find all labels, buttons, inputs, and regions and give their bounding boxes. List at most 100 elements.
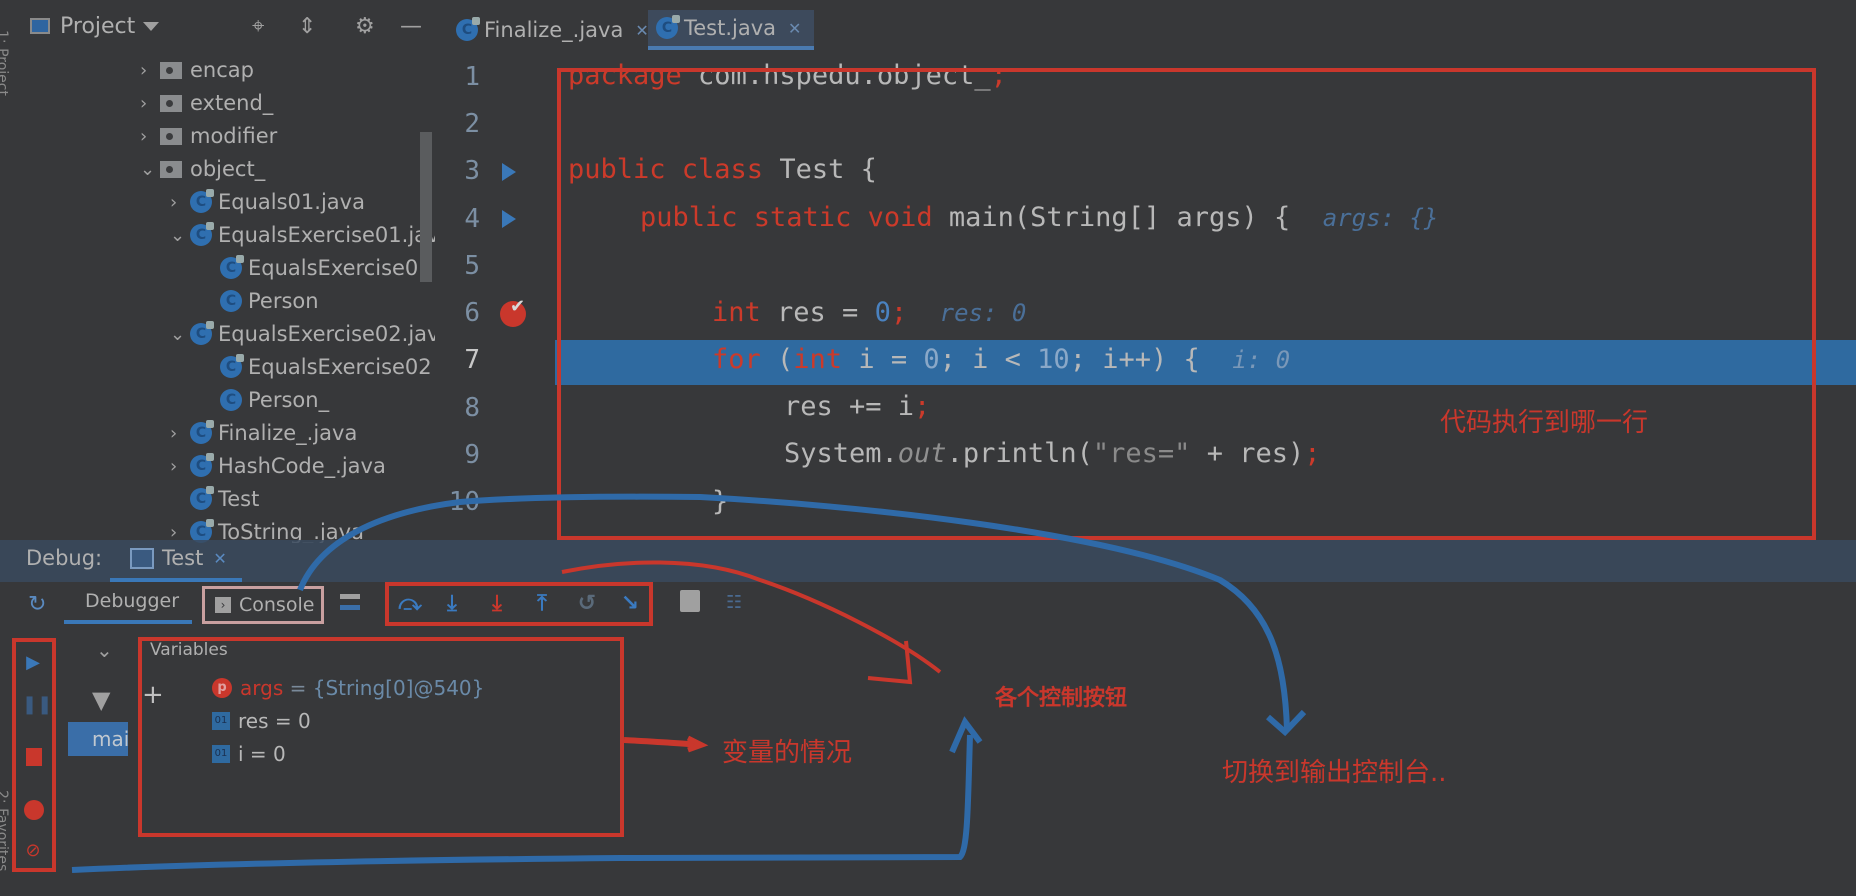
code-line-4[interactable]: public static void main(String[] args) {… xyxy=(640,202,1438,233)
tree-item[interactable]: ›modifier xyxy=(140,121,277,151)
tree-item-label: HashCode_.java xyxy=(218,454,386,478)
code-line-3[interactable]: public class Test { xyxy=(568,154,877,185)
rerun-icon[interactable]: ↻ xyxy=(28,592,47,617)
chevron-down-icon[interactable]: ⌄ xyxy=(170,224,186,246)
pause-icon[interactable]: ❚❚ xyxy=(22,694,53,715)
tab-label: Finalize_.java xyxy=(484,18,624,42)
arrow-variables xyxy=(623,737,701,748)
code-line-1[interactable]: package com.hspedu.object_; xyxy=(568,60,1007,91)
chevron-down-icon[interactable]: ⌄ xyxy=(96,638,113,662)
annotation-controls: 各个控制按钮 xyxy=(995,686,1128,711)
minimize-icon[interactable]: — xyxy=(400,14,422,39)
tree-item[interactable]: ⌄ object_ xyxy=(140,154,265,184)
run-to-cursor-icon[interactable]: ↘ xyxy=(620,591,640,616)
collapse-all-icon[interactable]: ⇕ xyxy=(298,14,317,39)
tab-finalize-java[interactable]: C Finalize_.java ✕ xyxy=(448,10,657,50)
tree-item-label: object_ xyxy=(190,157,266,181)
variable-row[interactable]: p args = {String[0]@540} xyxy=(212,676,484,700)
step-over-icon[interactable]: ⤼ xyxy=(398,591,422,616)
run-class-icon[interactable] xyxy=(502,163,516,181)
code-text: ( xyxy=(760,344,794,375)
close-icon[interactable]: ✕ xyxy=(788,18,802,38)
favorites-side-tab[interactable]: 2: Favorites xyxy=(0,790,10,872)
layout-icon[interactable] xyxy=(340,594,360,610)
debug-session-tab[interactable]: Test ✕ xyxy=(130,546,227,570)
tab-console[interactable]: › Console xyxy=(202,586,324,624)
chevron-down-icon[interactable]: ⌄ xyxy=(170,323,186,345)
add-watch-icon[interactable]: + xyxy=(142,680,164,710)
debugger-tab-indicator xyxy=(64,620,192,624)
locate-icon[interactable]: ⌖ xyxy=(252,14,265,39)
chevron-down-icon[interactable] xyxy=(143,22,159,31)
chevron-right-icon[interactable]: › xyxy=(170,455,178,477)
code-line-8[interactable]: res += i; xyxy=(784,391,930,422)
line-number[interactable]: 1 xyxy=(464,62,480,92)
tree-scrollbar[interactable] xyxy=(420,132,432,282)
variable-value: 0 xyxy=(298,709,311,733)
code-line-7[interactable]: for (int i = 0; i < 10; i++) { i: 0 xyxy=(712,344,1290,375)
trace-stream-icon[interactable]: ☷ xyxy=(726,592,743,613)
step-out-icon[interactable]: ⤒ xyxy=(537,591,547,616)
line-number[interactable]: 4 xyxy=(464,204,480,234)
mute-breakpoints-icon[interactable]: ⊘ xyxy=(25,840,41,861)
tab-debugger[interactable]: Debugger xyxy=(85,590,180,612)
line-number[interactable]: 3 xyxy=(464,156,480,186)
project-side-tab[interactable]: 1: Project xyxy=(0,30,10,96)
package-name: com.hspedu.object_ xyxy=(681,60,991,91)
equals-sign: = xyxy=(243,742,274,766)
resume-icon[interactable]: ▶ xyxy=(26,652,40,673)
code-line-6[interactable]: int res = 0; res: 0 xyxy=(712,297,1026,328)
tree-item-label: Person xyxy=(248,289,319,313)
run-main-icon[interactable] xyxy=(502,210,516,228)
step-into-icon[interactable]: ⤓ xyxy=(447,591,457,616)
breakpoint-icon[interactable] xyxy=(500,301,526,327)
line-number[interactable]: 8 xyxy=(464,393,480,423)
keyword: int xyxy=(712,297,761,328)
force-step-into-icon[interactable]: ⤓ xyxy=(492,591,502,616)
keyword: int xyxy=(793,344,843,375)
line-number[interactable]: 5 xyxy=(464,251,480,281)
variable-row[interactable]: 01 i = 0 xyxy=(212,742,286,766)
tab-test-java[interactable]: C Test.java ✕ xyxy=(648,10,814,50)
line-number[interactable]: 10 xyxy=(448,487,480,517)
chevron-right-icon[interactable]: › xyxy=(140,59,148,81)
evaluate-expression-icon[interactable] xyxy=(680,590,700,612)
line-number[interactable]: 2 xyxy=(464,109,480,139)
stop-icon[interactable] xyxy=(26,748,42,766)
chevron-right-icon[interactable]: › xyxy=(140,92,148,114)
close-icon[interactable]: ✕ xyxy=(213,548,227,568)
chevron-right-icon[interactable]: › xyxy=(170,191,178,213)
code-text: System. xyxy=(784,438,898,469)
line-number[interactable]: 9 xyxy=(464,440,480,470)
filter-icon[interactable]: ▼ xyxy=(92,686,111,714)
drop-frame-icon[interactable]: ↺ xyxy=(577,591,597,616)
inline-value-hint: args: {} xyxy=(1322,204,1439,232)
chevron-right-icon[interactable]: › xyxy=(140,125,148,147)
tree-item-label: EqualsExercise01.java xyxy=(218,223,435,247)
code-line-9[interactable]: System.out.println("res=" + res); xyxy=(784,438,1321,469)
gear-icon[interactable]: ⚙ xyxy=(355,14,375,39)
line-number[interactable]: 6 xyxy=(464,298,480,328)
line-number[interactable]: 7 xyxy=(464,345,480,375)
tree-item[interactable]: ›extend_ xyxy=(140,88,273,118)
chevron-down-icon[interactable]: ⌄ xyxy=(140,158,156,180)
close-icon[interactable]: ✕ xyxy=(635,20,649,40)
tree-item[interactable]: ›encap xyxy=(140,55,254,85)
variable-row[interactable]: 01 res = 0 xyxy=(212,709,311,733)
chevron-right-icon[interactable]: › xyxy=(170,521,178,543)
frame-main[interactable]: mai xyxy=(68,722,128,756)
view-breakpoints-icon[interactable] xyxy=(24,800,44,820)
variable-name: res xyxy=(238,709,269,733)
chevron-right-icon[interactable]: › xyxy=(170,422,178,444)
project-view-selector[interactable]: Project xyxy=(60,14,136,39)
